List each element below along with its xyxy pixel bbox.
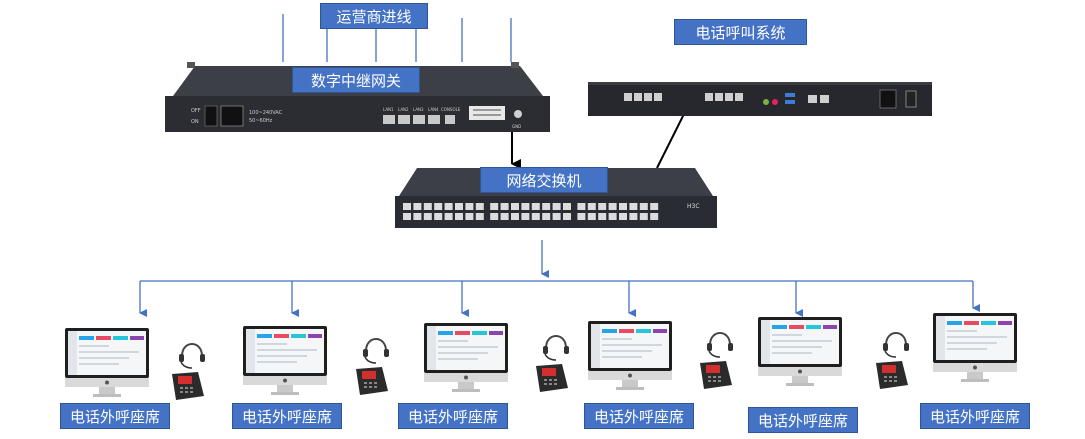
gateway-frequency: 50~60Hz <box>249 118 273 124</box>
switch-label: 网络交换机 <box>480 167 608 193</box>
seat-phone-headset-1 <box>172 343 205 400</box>
gateway-switch-on: ON <box>191 119 199 125</box>
server-ports <box>624 93 829 103</box>
seat-monitor-2 <box>243 326 327 395</box>
call-system-label: 电话呼叫系统 <box>674 19 807 45</box>
gateway-power-rating: 100~240VAC <box>249 110 283 116</box>
seat-label-6: 电话外呼座席 <box>920 403 1030 429</box>
gateway-lan-ports <box>383 115 455 124</box>
seat-phone-headset-5 <box>876 332 909 389</box>
seat-monitor-1 <box>65 328 149 397</box>
seat-monitor-3 <box>424 323 508 392</box>
carrier-lines <box>282 14 512 62</box>
gateway-port-label-4: LAN4 <box>428 107 439 112</box>
seat-monitor-6 <box>933 313 1017 382</box>
seat-phone-headset-4 <box>700 332 733 389</box>
gateway-port-label-1: LAN1 <box>383 107 394 112</box>
seat-label-5: 电话外呼座席 <box>748 407 858 433</box>
seat-phone-headset-2 <box>356 338 389 395</box>
gateway-port-label-3: LAN3 <box>413 107 424 112</box>
seat-monitor-5 <box>758 317 842 386</box>
call-system-server-device <box>588 82 932 116</box>
seat-branches <box>139 281 980 317</box>
gateway-label: 数字中继网关 <box>292 67 420 93</box>
seat-label-4: 电话外呼座席 <box>584 403 694 429</box>
seat-label-3: 电话外呼座席 <box>398 403 508 429</box>
gateway-port-label-2: LAN2 <box>398 107 409 112</box>
gateway-switch-off: OFF <box>191 108 201 114</box>
switch-brand: H3C <box>687 203 700 210</box>
gateway-console-label: CONSOLE <box>441 107 461 112</box>
seat-label-2: 电话外呼座席 <box>232 403 342 429</box>
seat-phone-headset-3 <box>536 335 569 392</box>
seat-monitor-4 <box>588 321 672 390</box>
seat-label-1: 电话外呼座席 <box>60 403 170 429</box>
callsystem-to-switch-cable <box>656 113 685 169</box>
gateway-gnd-label: GND <box>512 124 521 129</box>
switch-ports <box>403 203 659 220</box>
carrier-line-label: 运营商进线 <box>320 3 428 29</box>
